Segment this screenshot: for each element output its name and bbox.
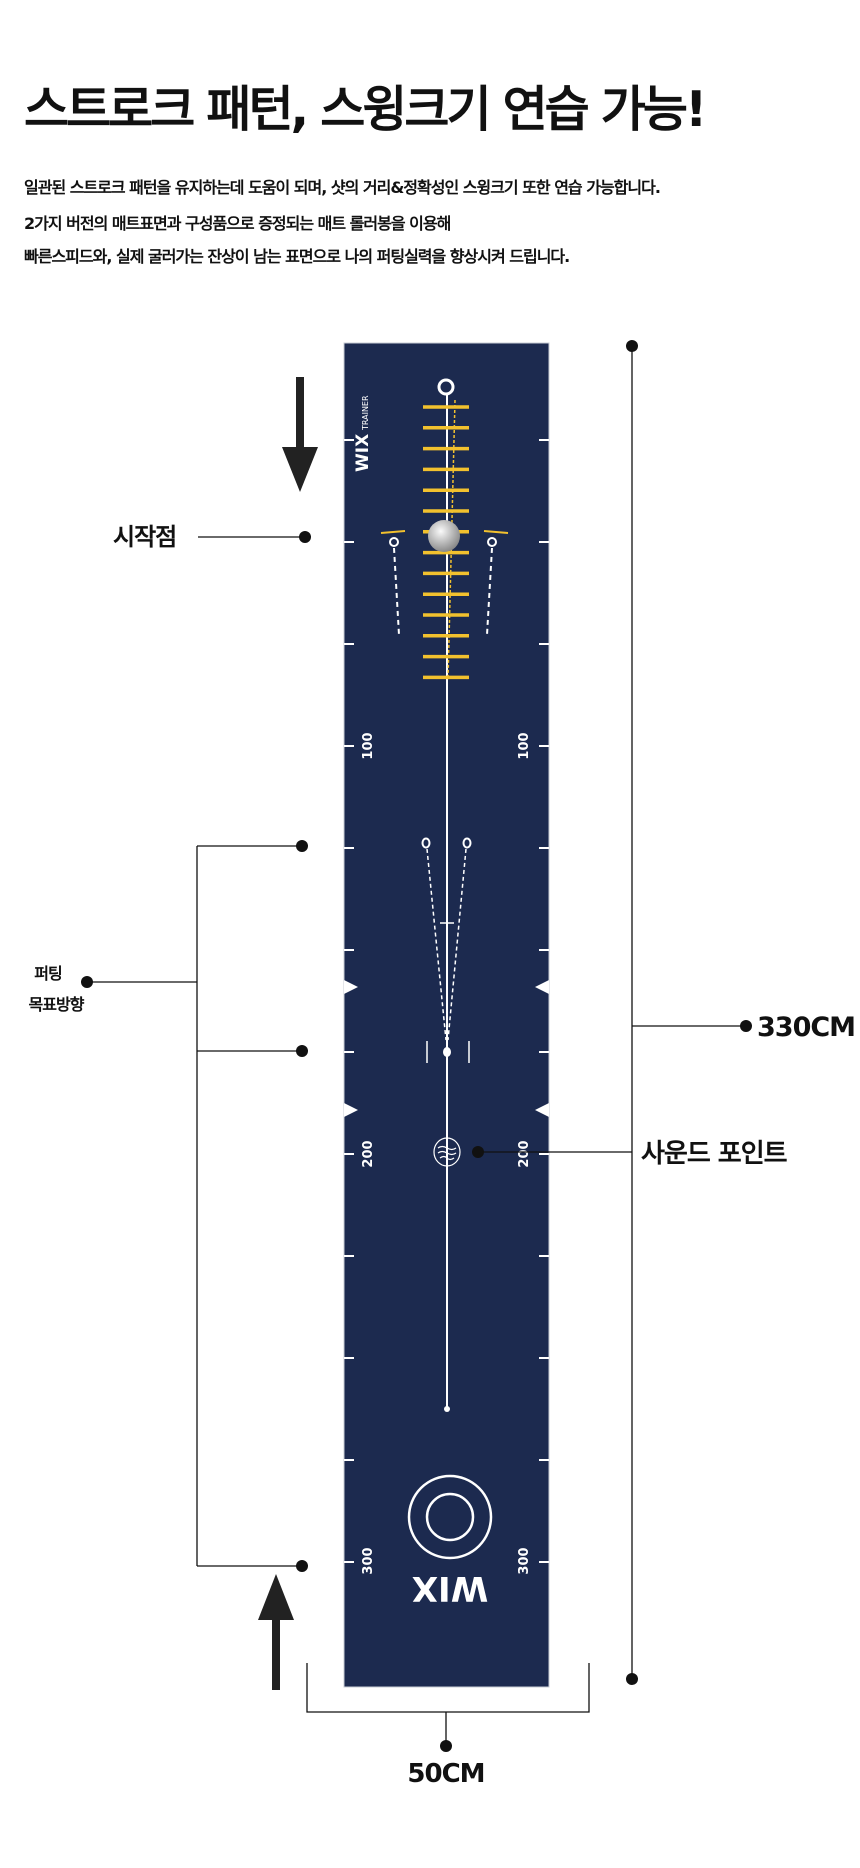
distance-mark-300-left: 300 [361,1547,376,1574]
distance-mark-100-right: 100 [517,732,532,759]
description-line-1: 일관된 스트로크 패턴을 유지하는데 도움이 되며, 샷의 거리&정확성인 스윙… [24,178,661,197]
aim-line-end-dot [444,1406,450,1412]
distance-mark-200-left: 200 [361,1140,376,1167]
wix-trainer-logo: WIX TRAINER [353,395,373,472]
target-direction-label: 목표방향 [29,995,85,1014]
sound-point-label: 사운드 포인트 [641,1139,788,1169]
cup-dot [443,1047,451,1057]
sound-point-icon [433,1137,461,1167]
description-line-2: 2가지 버전의 매트표면과 구성품으로 증정되는 매트 롤러봉을 이용해 [24,214,451,233]
width-label: 50CM [407,1759,484,1789]
triangle-marker [535,1103,549,1117]
svg-text:WIX: WIX [353,434,373,472]
length-label: 330CM [757,1012,855,1043]
target-inner-ring [425,1492,475,1542]
triangle-marker [535,980,549,994]
right-callouts [478,346,744,1679]
distance-mark-200-right: 200 [517,1140,532,1167]
target-outer-ring [407,1474,493,1560]
target-gates [421,837,472,1063]
page-title: 스트로크 패턴, 스윙크기 연습 가능! [24,81,707,138]
triangle-marker [344,1103,358,1117]
description-line-3: 빠른스피드와, 실제 굴러가는 잔상이 남는 표면으로 나의 퍼팅실력을 향상시… [24,247,570,266]
distance-mark-300-right: 300 [517,1547,532,1574]
wix-bottom-logo: WIX [412,1568,488,1608]
triangle-marker [344,980,358,994]
start-point-label: 시작점 [113,523,176,551]
stroke-bars [423,405,469,680]
callout-dots [81,531,311,1572]
putting-label: 퍼팅 [34,964,62,983]
distance-mark-100-left: 100 [361,732,376,759]
alignment-triangles [344,980,549,1117]
up-arrow-icon [258,1574,294,1690]
edge-ticks [344,439,549,1563]
down-arrow-icon [282,377,318,492]
svg-text:TRAINER: TRAINER [361,395,370,431]
golf-ball [428,520,460,552]
left-callouts [87,536,305,1567]
start-ring [437,378,455,396]
side-gates [380,530,509,636]
